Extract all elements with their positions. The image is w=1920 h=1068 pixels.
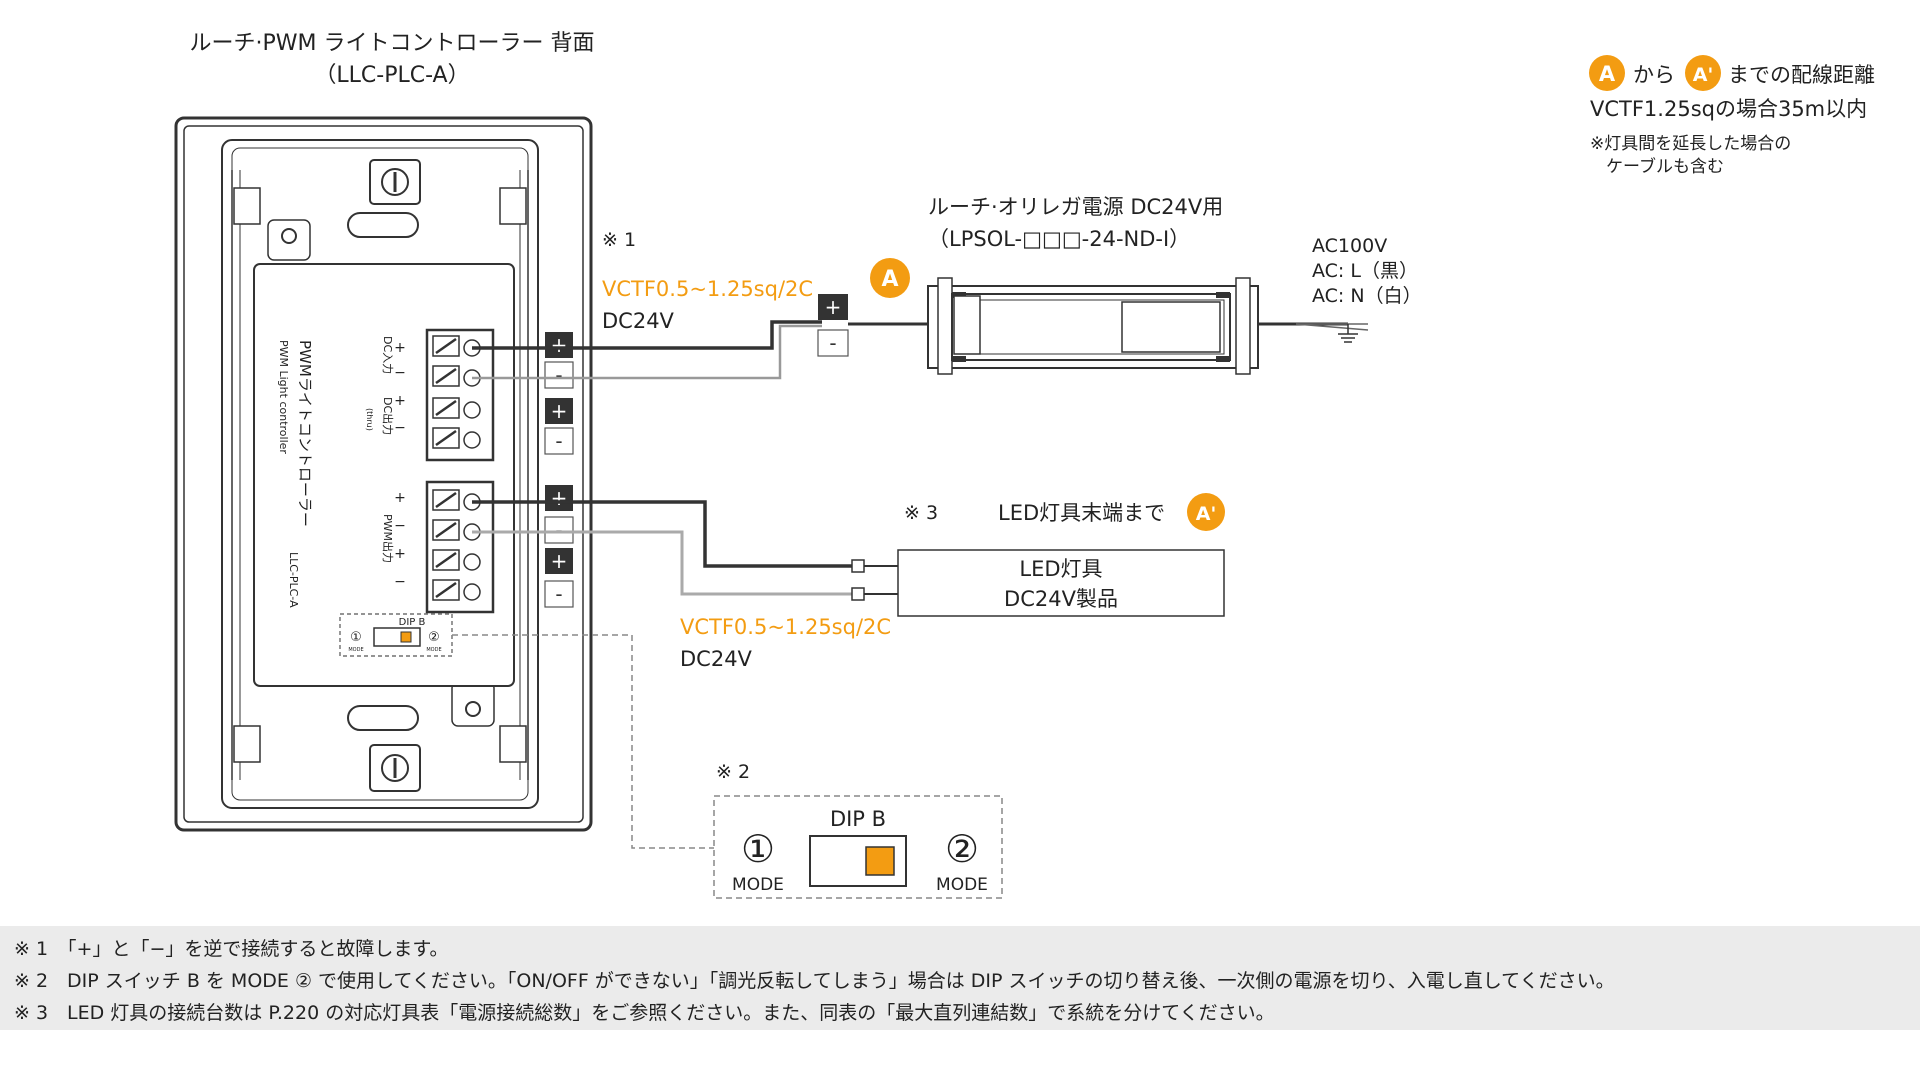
box-plus: + xyxy=(551,333,568,357)
marker-a-text: A xyxy=(881,267,898,292)
dip-detail-mode: MODE xyxy=(936,875,988,895)
box-minus: - xyxy=(555,518,562,542)
led-line1: LED灯具 xyxy=(1019,557,1102,581)
distance-note-2: ケーブルも含む xyxy=(1606,156,1724,177)
led-line2: DC24V製品 xyxy=(1004,587,1118,611)
box-minus: - xyxy=(555,582,562,606)
mark-plus: + xyxy=(394,340,406,356)
controller-label-jp: PWMライトコントローラー xyxy=(296,340,314,527)
dc-out-sub: (thru) xyxy=(365,408,374,431)
terminal-slot xyxy=(432,579,481,601)
ac-voltage: AC100V xyxy=(1312,235,1387,257)
dip-small-mode-text: MODE xyxy=(426,647,441,653)
led-ref: ※ 3 xyxy=(904,502,938,524)
dip-detail-num1: ① xyxy=(741,827,775,871)
note-3: ※ 3 LED 灯具の接続台数は P.220 の対応灯具表「電源接続総数」をご参… xyxy=(14,1002,1275,1024)
ac-n: AC: N（白） xyxy=(1312,285,1422,307)
distance-a-prime-text: A' xyxy=(1693,64,1714,86)
dip-small-mode-text: MODE xyxy=(348,647,363,653)
dip-small-label: DIP B xyxy=(399,617,426,628)
ps-box-minus: - xyxy=(829,331,836,355)
output-wires xyxy=(472,500,898,601)
distance-note-1: ※灯具間を延長した場合の xyxy=(1590,134,1791,154)
wire-out-cable: VCTF0.5~1.25sq/2C xyxy=(680,615,891,639)
polarity-boxes: + - + - + - + - xyxy=(544,332,574,608)
terminal-slot xyxy=(432,427,481,449)
box-minus: - xyxy=(555,363,562,387)
controller-title: ルーチ·PWM ライトコントローラー 背面 xyxy=(190,31,595,56)
mark-minus: − xyxy=(394,518,406,534)
note-1: ※ 1 「+」と「−」を逆で接続すると故障します。 xyxy=(14,938,449,960)
box-minus: - xyxy=(555,429,562,453)
led-fixture-box: LED灯具 DC24V製品 xyxy=(897,549,1225,617)
mark-plus: + xyxy=(394,546,406,562)
box-plus: + xyxy=(551,486,568,510)
distance-heading-end: までの配線距離 xyxy=(1728,63,1875,87)
ac-l: AC: L（黒） xyxy=(1312,260,1418,282)
dc-in-label: DC入力 xyxy=(381,336,394,374)
led-to-end: LED灯具末端まで xyxy=(998,501,1165,525)
mark-minus: − xyxy=(394,574,406,590)
marker-a-prime-text: A' xyxy=(1196,503,1217,525)
marker-a: A xyxy=(870,258,910,298)
terminal-slot xyxy=(432,397,481,419)
plate-polarity-marks: + − + − + − + − xyxy=(394,340,406,590)
wire-in-cable: VCTF0.5~1.25sq/2C xyxy=(602,277,813,301)
distance-spec: VCTF1.25sqの場合35m以内 xyxy=(1590,97,1867,121)
dip-detail-title: DIP B xyxy=(830,807,886,831)
distance-heading-mid: から xyxy=(1633,63,1675,87)
mark-minus: − xyxy=(394,420,406,436)
distance-a-text: A xyxy=(1599,62,1616,86)
dip-detail-box: DIP B ① MODE ② MODE xyxy=(713,795,1003,899)
controller-model-small: LLC-PLC-A xyxy=(287,552,300,608)
dip-detail-ref: ※ 2 xyxy=(716,761,750,783)
terminal-slot xyxy=(432,549,481,571)
dip-small-mode2: ② xyxy=(428,630,440,645)
dip-detail-mode: MODE xyxy=(732,875,784,895)
box-plus: + xyxy=(551,399,568,423)
controller-model: （LLC-PLC-A） xyxy=(314,63,469,88)
ps-box-plus: + xyxy=(825,295,842,319)
pwm-out-label: PWM出力 xyxy=(381,514,395,563)
box-plus: + xyxy=(551,549,568,573)
mark-plus: + xyxy=(394,490,406,506)
wire-out-voltage: DC24V xyxy=(680,647,753,671)
terminal-slot xyxy=(432,335,481,357)
dc-out-label: DC出力 xyxy=(381,397,395,435)
dip-knob xyxy=(865,846,895,876)
note-2: ※ 2 DIP スイッチ B を MODE ② で使用してください。「ON/OF… xyxy=(14,970,1615,992)
terminal-block-upper xyxy=(425,328,495,462)
wire-in-ref: ※ 1 xyxy=(602,229,636,251)
dip-leader-line xyxy=(452,634,714,849)
ps-title: ルーチ·オリレガ電源 DC24V用 xyxy=(928,195,1223,219)
dip-small-mode1: ① xyxy=(350,630,362,645)
wire-in-voltage: DC24V xyxy=(602,309,675,333)
dip-detail-num2: ② xyxy=(945,827,979,871)
power-supply-body xyxy=(927,277,1369,375)
mark-minus: − xyxy=(394,365,406,381)
terminal-slot xyxy=(432,519,481,541)
marker-a-prime: A' xyxy=(1187,493,1225,531)
notes-panel: ※ 1 「+」と「−」を逆で接続すると故障します。 ※ 2 DIP スイッチ B… xyxy=(0,926,1920,1030)
controller-label-en: PWM Light controller xyxy=(277,340,290,454)
input-wires: + - xyxy=(472,294,928,380)
distance-note: A から A' までの配線距離 VCTF1.25sqの場合35m以内 ※灯具間を… xyxy=(1589,55,1875,177)
mark-plus: + xyxy=(394,393,406,409)
dip-switch-small: DIP B ① MODE ② MODE xyxy=(339,613,453,657)
ps-model: （LPSOL-□□□-24-ND-I） xyxy=(928,227,1190,251)
